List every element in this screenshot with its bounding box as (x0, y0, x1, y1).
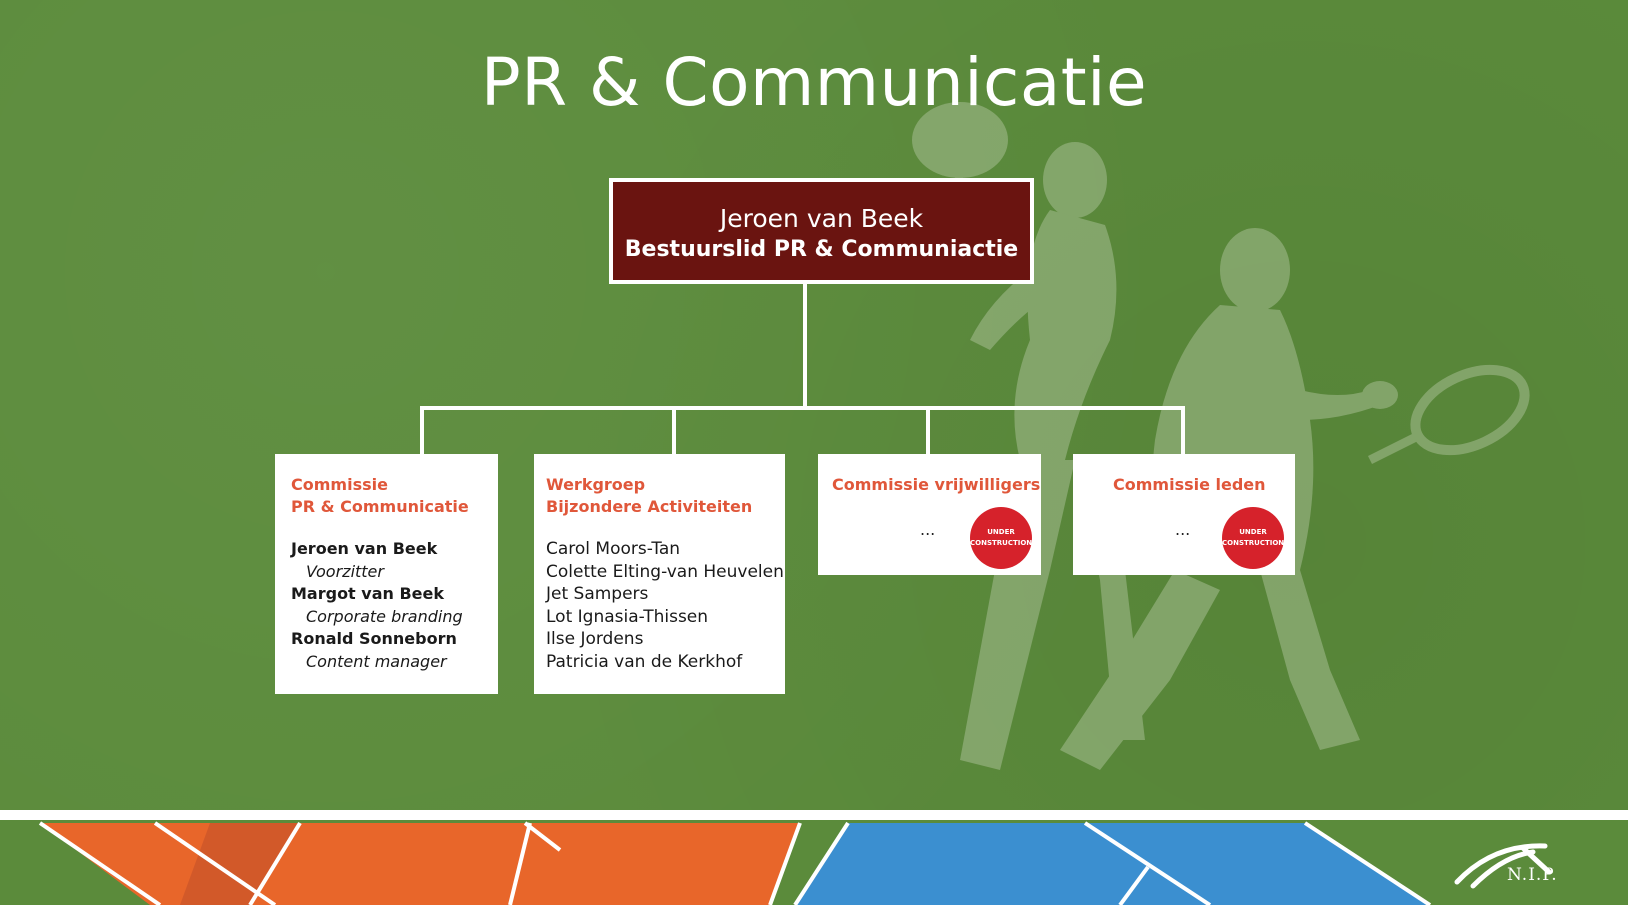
member-name: Ilse Jordens (546, 629, 644, 649)
page-title: PR & Communicatie (480, 44, 1148, 121)
card-title: Commissie vrijwilligers (832, 475, 1041, 494)
member-name: Jet Sampers (546, 584, 649, 604)
card-werkgroep-bijzondere-activiteiten: Werkgroep Bijzondere Activiteiten Carol … (534, 454, 785, 694)
member-name: Colette Elting-van Heuvelen (546, 561, 784, 582)
member-name: Carol Moors-Tan (546, 539, 681, 559)
under-construction-badge: UNDER CONSTRUCTION (970, 507, 1032, 569)
nip-logo-icon (1454, 843, 1552, 889)
card-title: Commissie PR & Communicatie (291, 475, 469, 516)
member-role: Voorzitter (306, 561, 384, 581)
card-commissie-pr: Commissie PR & Communicatie Jeroen van B… (275, 454, 498, 694)
board-member-role: Bestuurslid PR & Communiactie (624, 237, 1019, 262)
under-construction-badge: UNDER CONSTRUCTION (1222, 507, 1284, 569)
member-name: Ronald Sonneborn (291, 629, 457, 648)
member-name: Lot Ignasia-Thissen (546, 606, 709, 627)
card-title: Commissie leden (1113, 475, 1266, 494)
member-role: Content manager (306, 651, 447, 671)
member-name: Margot van Beek (291, 584, 444, 603)
member-name: Patricia van de Kerkhof (546, 651, 743, 672)
placeholder-text: ... (1175, 520, 1191, 539)
member-role: Corporate branding (306, 606, 463, 626)
tennis-court-strip (0, 810, 1628, 905)
board-member-name: Jeroen van Beek (719, 204, 924, 233)
member-name: Jeroen van Beek (291, 539, 438, 558)
card-title: Werkgroep Bijzondere Activiteiten (546, 475, 753, 516)
card-commissie-leden: Commissie leden ... UNDER CONSTRUCTION (1073, 454, 1295, 575)
card-commissie-vrijwilligers: Commissie vrijwilligers ... UNDER CONSTR… (818, 454, 1041, 575)
placeholder-text: ... (920, 520, 936, 539)
member-list: Carol Moors-Tan Colette Elting-van Heuve… (546, 538, 784, 673)
member-list: Jeroen van Beek Voorzitter Margot van Be… (291, 538, 483, 673)
board-member-box: Jeroen van Beek Bestuurslid PR & Communi… (609, 178, 1034, 284)
nip-logo-text: N.I.P. (1507, 865, 1558, 885)
